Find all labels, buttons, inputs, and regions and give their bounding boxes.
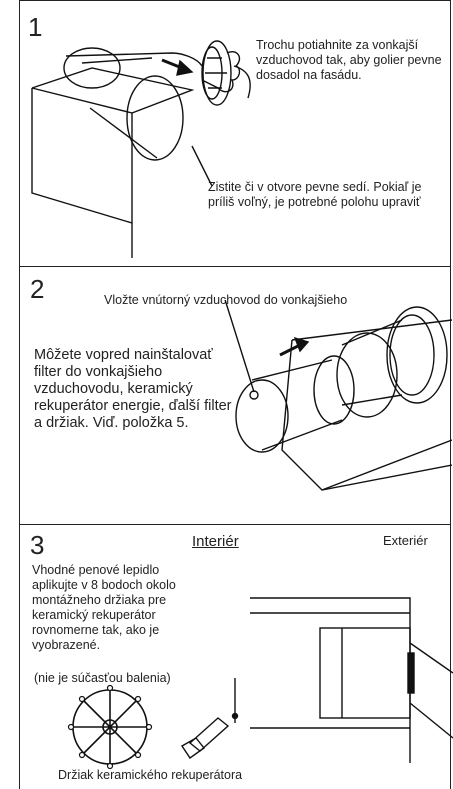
interior-label: Interiér — [192, 533, 239, 550]
step-3-number: 3 — [30, 530, 45, 560]
bracket-illustration — [67, 684, 153, 770]
step-divider-1 — [19, 266, 451, 267]
step-divider-2 — [19, 524, 451, 525]
step-1-note: Zistite či v otvore pevne sedí. Pokiaľ j… — [208, 180, 422, 209]
instruction-frame — [19, 0, 451, 789]
step-1-instruction: Trochu potiahnite za vonkajší vzduchovod… — [256, 38, 442, 82]
top-divider — [19, 0, 451, 1]
step-3-instruction: Vhodné penové lepidlo aplikujte v 8 bodo… — [32, 563, 176, 652]
step-3-note: (nie je súčasťou balenia) — [34, 671, 171, 685]
exterior-label: Exteriér — [383, 533, 428, 548]
step-1-illustration — [31, 40, 251, 258]
step-3-illustration — [181, 597, 453, 763]
bracket-caption: Držiak keramického rekuperátora — [58, 768, 243, 782]
step-2-instruction: Môžete vopred nainštalovať filter do von… — [34, 347, 232, 431]
step-2-number: 2 — [30, 274, 45, 304]
step-2-illustration — [224, 300, 452, 491]
step-1-number: 1 — [28, 12, 43, 42]
